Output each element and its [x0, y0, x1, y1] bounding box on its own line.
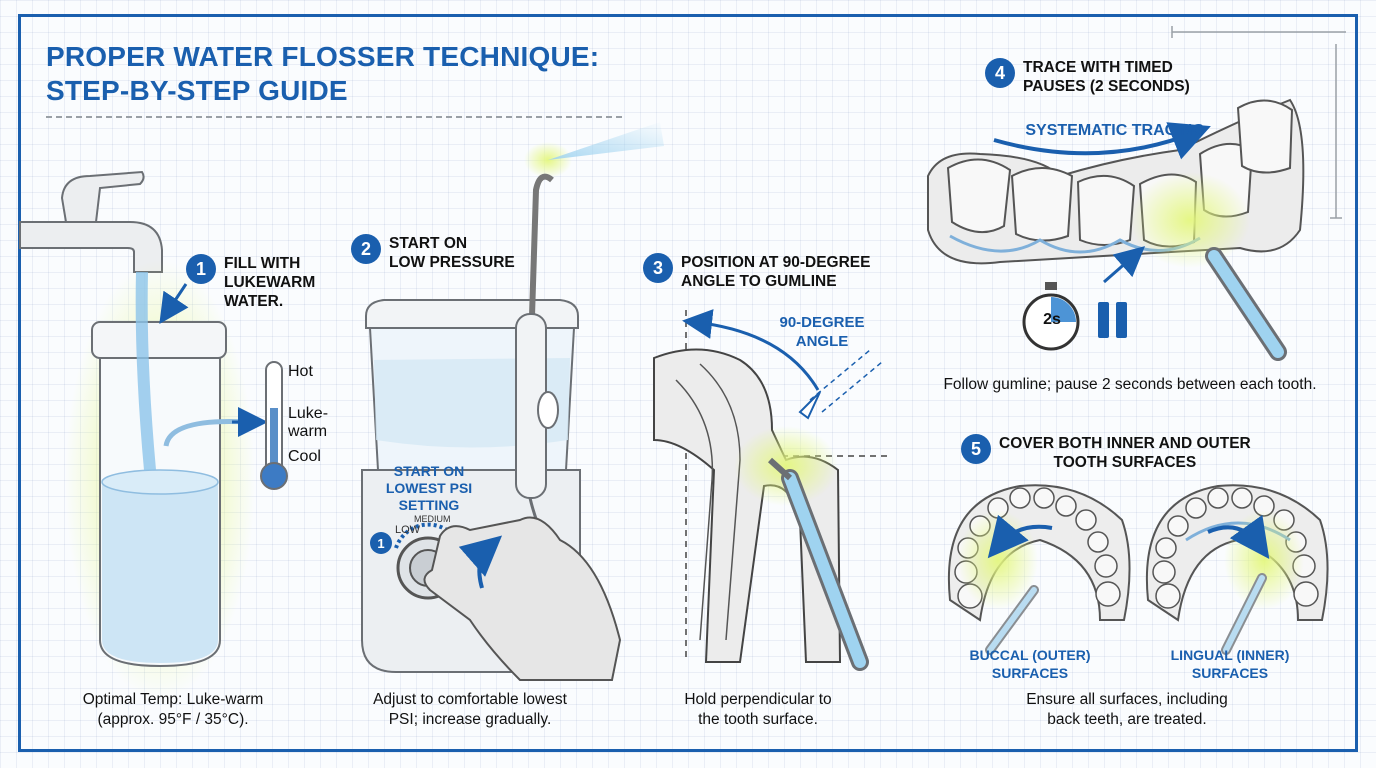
pointer-arrow-1	[159, 283, 189, 324]
tracing-label: SYSTEMATIC TRACING	[1025, 122, 1205, 139]
buccal-arrow	[987, 514, 1053, 559]
thermo-hot-label: Hot	[288, 363, 313, 380]
lingual-arrow	[1207, 514, 1270, 560]
lingual-arch-icon	[1145, 484, 1329, 655]
dial-medium-label: MEDIUM	[414, 514, 451, 524]
title-line-2: STEP-BY-STEP GUIDE	[46, 75, 348, 106]
thermometer-icon	[260, 361, 288, 490]
ruler-marks	[1171, 26, 1346, 219]
stopwatch-icon	[1022, 282, 1080, 351]
dial-low-label: LOW	[395, 524, 421, 536]
step-2: 2 START ON LOW PRESSURE	[351, 234, 515, 272]
pause-point-arrow	[1103, 246, 1146, 284]
flosser-tip-icon-step3	[767, 349, 883, 671]
timer-label: 2s	[1043, 311, 1061, 328]
title-line-1: PROPER WATER FLOSSER TECHNIQUE:	[46, 41, 600, 72]
step-3-label: POSITION AT 90-DEGREE ANGLE TO GUMLINE	[681, 254, 871, 290]
caption-step-5: Ensure all surfaces, including back teet…	[1026, 691, 1228, 728]
title-divider	[46, 116, 622, 118]
turn-arrow	[458, 535, 503, 589]
step-3-number: 3	[643, 253, 673, 283]
tooth-cross-section-icon	[653, 310, 888, 663]
flosser-tip-icon-step4	[1205, 247, 1287, 361]
step-1-label: FILL WITH LUKEWARM WATER.	[224, 255, 316, 310]
caption-step-2: Adjust to comfortable lowest PSI; increa…	[373, 691, 567, 728]
step-1-number: 1	[186, 254, 216, 284]
angle-label: 90-DEGREE ANGLE	[779, 314, 865, 350]
step-5-number: 5	[961, 434, 991, 464]
step-4: 4 TRACE WITH TIMED PAUSES (2 SECONDS)	[985, 58, 1190, 96]
step-3: 3 POSITION AT 90-DEGREE ANGLE TO GUMLINE	[643, 253, 870, 291]
page-title: PROPER WATER FLOSSER TECHNIQUE: STEP-BY-…	[46, 40, 599, 108]
thermo-cool-label: Cool	[288, 448, 321, 465]
water-stream	[135, 271, 156, 471]
tracing-arrow	[993, 122, 1211, 160]
faucet-icon	[19, 170, 163, 273]
angle-arrow	[682, 309, 820, 391]
thermo-lukewarm-label: Luke- warm	[288, 405, 329, 440]
spray-icon	[524, 122, 664, 178]
buccal-label: BUCCAL (OUTER) SURFACES	[969, 647, 1091, 681]
caption-step-4: Follow gumline; pause 2 seconds between …	[943, 376, 1317, 393]
step-1: 1 FILL WITH LUKEWARM WATER.	[186, 254, 315, 311]
step-2-label: START ON LOW PRESSURE	[389, 235, 515, 271]
step-2-number: 2	[351, 234, 381, 264]
lingual-label: LINGUAL (INNER) SURFACES	[1170, 647, 1290, 681]
psi-callout: START ON LOWEST PSI SETTING	[385, 463, 473, 513]
jar-icon	[65, 260, 255, 700]
caption-step-1: Optimal Temp: Luke-warm (approx. 95°F / …	[82, 691, 264, 728]
step-5: 5 COVER BOTH INNER AND OUTER TOOTH SURFA…	[961, 434, 1251, 472]
step-4-label: TRACE WITH TIMED PAUSES (2 SECONDS)	[1023, 59, 1190, 95]
buccal-arch-icon	[947, 484, 1131, 655]
pause-icon	[1098, 302, 1127, 338]
dial-badge: 1	[370, 532, 392, 554]
step-5-label: COVER BOTH INNER AND OUTER TOOTH SURFACE…	[999, 435, 1251, 471]
step-4-number: 4	[985, 58, 1015, 88]
caption-step-3: Hold perpendicular to the tooth surface.	[684, 691, 832, 728]
